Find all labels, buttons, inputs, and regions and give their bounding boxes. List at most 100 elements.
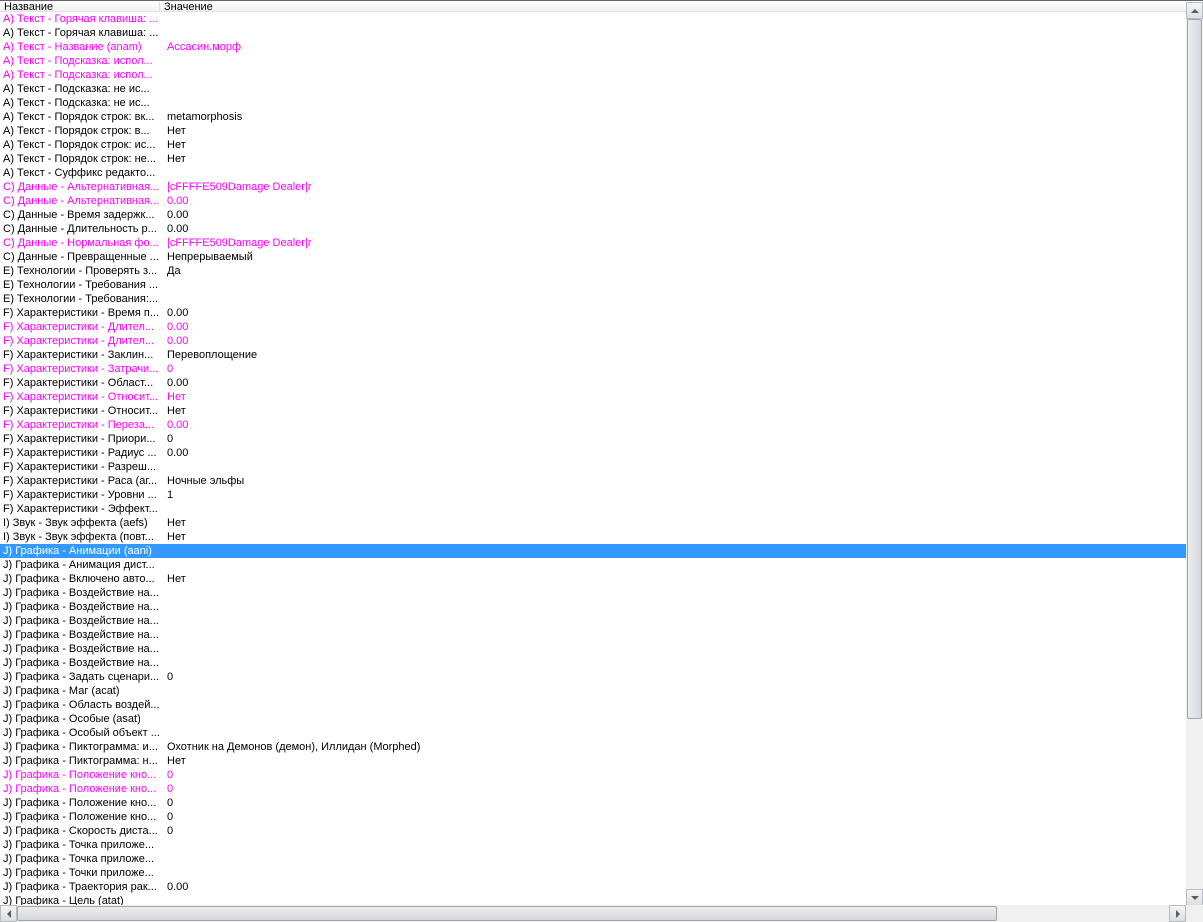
table-row[interactable]: F) Характеристики - Затрачи... 0 — [0, 362, 1186, 376]
list-header: Название Значение — [0, 2, 1186, 12]
row-value: 0 — [167, 783, 174, 795]
table-row[interactable]: J) Графика - Скорость диста... 0 — [0, 824, 1186, 838]
row-name: E) Технологии - Требования ... — [3, 279, 159, 291]
table-row[interactable]: F) Характеристики - Относит... Нет — [0, 390, 1186, 404]
table-row[interactable]: E) Технологии - Требования ... — [0, 278, 1186, 292]
table-row[interactable]: A) Текст - Порядок строк: ис... Нет — [0, 138, 1186, 152]
table-row[interactable]: J) Графика - Положение кно... 0 — [0, 782, 1186, 796]
table-row[interactable]: J) Графика - Воздействие на... — [0, 642, 1186, 656]
table-row[interactable]: J) Графика - Точки приложе... — [0, 866, 1186, 880]
scroll-right-button[interactable] — [1169, 905, 1186, 922]
column-header-value[interactable]: Значение — [160, 2, 1186, 11]
row-name: J) Графика - Задать сценари... — [3, 671, 160, 683]
table-row[interactable]: I) Звук - Звук эффекта (повт... Нет — [0, 530, 1186, 544]
table-row[interactable]: C) Данные - Время задержк... 0.00 — [0, 208, 1186, 222]
table-row[interactable]: J) Графика - Анимация дист... — [0, 558, 1186, 572]
table-row[interactable]: F) Характеристики - Эффект... — [0, 502, 1186, 516]
vertical-scroll-thumb[interactable] — [1187, 19, 1202, 719]
row-value — [160, 292, 1186, 306]
table-row[interactable]: A) Текст - Порядок строк: не... Нет — [0, 152, 1186, 166]
row-name: J) Графика - Воздействие на... — [3, 601, 159, 613]
table-row[interactable]: J) Графика - Пиктограмма: и... Охотник н… — [0, 740, 1186, 754]
row-value — [160, 712, 1186, 726]
row-value: 0 — [167, 797, 174, 809]
table-row[interactable]: F) Характеристики - Заклин... Перевоплощ… — [0, 348, 1186, 362]
table-row[interactable]: J) Графика - Воздействие на... — [0, 600, 1186, 614]
horizontal-scroll-thumb[interactable] — [17, 906, 997, 921]
scroll-left-button[interactable] — [0, 905, 17, 922]
row-name: C) Данные - Альтернативная... — [3, 181, 160, 193]
scroll-up-button[interactable] — [1186, 2, 1203, 19]
table-row[interactable]: J) Графика - Задать сценари... 0 — [0, 670, 1186, 684]
column-header-value-label: Значение — [164, 2, 213, 11]
row-name: F) Характеристики - Относит... — [3, 391, 159, 403]
table-row[interactable]: J) Графика - Траектория рак... 0.00 — [0, 880, 1186, 894]
table-row[interactable]: F) Характеристики - Раса (аг... Ночные э… — [0, 474, 1186, 488]
table-row[interactable]: A) Текст - Подсказка: не ис... — [0, 82, 1186, 96]
column-header-name-label: Название — [4, 2, 54, 11]
table-row[interactable]: J) Графика - Особый объект ... — [0, 726, 1186, 740]
table-row[interactable]: C) Данные - Альтернативная... |cFFFFE509… — [0, 180, 1186, 194]
table-row[interactable]: F) Характеристики - Уровни ... 1 — [0, 488, 1186, 502]
table-row[interactable]: J) Графика - Анимации (aani) — [0, 544, 1186, 558]
table-row[interactable]: F) Характеристики - Област... 0.00 — [0, 376, 1186, 390]
row-name: J) Графика - Область воздей... — [3, 699, 160, 711]
table-row[interactable]: A) Текст - Название (anam) Ассасин.морф — [0, 40, 1186, 54]
table-row[interactable]: J) Графика - Воздействие на... — [0, 614, 1186, 628]
horizontal-scrollbar[interactable] — [0, 905, 1186, 922]
table-row[interactable]: F) Характеристики - Разреш... — [0, 460, 1186, 474]
table-row[interactable]: A) Текст - Порядок строк: в... Нет — [0, 124, 1186, 138]
table-row[interactable]: A) Текст - Подсказка: испол... — [0, 54, 1186, 68]
scroll-down-button[interactable] — [1186, 889, 1203, 906]
table-row[interactable]: J) Графика - Воздействие на... — [0, 628, 1186, 642]
table-row[interactable]: J) Графика - Воздействие на... — [0, 586, 1186, 600]
table-row[interactable]: J) Графика - Точка приложе... — [0, 852, 1186, 866]
row-name: J) Графика - Точка приложе... — [3, 839, 155, 851]
table-row[interactable]: C) Данные - Нормальная фо... |cFFFFE509D… — [0, 236, 1186, 250]
table-row[interactable]: F) Характеристики - Переза... 0.00 — [0, 418, 1186, 432]
table-row[interactable]: A) Текст - Суффикс редакто... — [0, 166, 1186, 180]
table-row[interactable]: C) Данные - Превращенные ... Непрерываем… — [0, 250, 1186, 264]
row-name: F) Характеристики - Приори... — [3, 433, 156, 445]
table-row[interactable]: J) Графика - Положение кно... 0 — [0, 796, 1186, 810]
table-row[interactable]: F) Характеристики - Приори... 0 — [0, 432, 1186, 446]
vertical-scrollbar[interactable] — [1186, 2, 1203, 906]
row-value: 0.00 — [167, 321, 189, 333]
row-value: 0 — [167, 769, 174, 781]
table-row[interactable]: E) Технологии - Требования:... — [0, 292, 1186, 306]
row-name: J) Графика - Положение кно... — [3, 769, 157, 781]
table-row[interactable]: F) Характеристики - Длител... 0.00 — [0, 334, 1186, 348]
table-row[interactable]: I) Звук - Звук эффекта (aefs) Нет — [0, 516, 1186, 530]
row-name: C) Данные - Время задержк... — [3, 209, 155, 221]
table-row[interactable]: J) Графика - Включено авто... Нет — [0, 572, 1186, 586]
table-row[interactable]: A) Текст - Горячая клавиша: ... — [0, 26, 1186, 40]
table-row[interactable]: J) Графика - Положение кно... 0 — [0, 810, 1186, 824]
table-row[interactable]: J) Графика - Воздействие на... — [0, 656, 1186, 670]
table-row[interactable]: J) Графика - Маг (acat) — [0, 684, 1186, 698]
table-row[interactable]: C) Данные - Длительность р... 0.00 — [0, 222, 1186, 236]
row-value: Да — [167, 265, 181, 277]
scroll-down-icon — [1190, 895, 1199, 900]
table-row[interactable]: E) Технологии - Проверять з... Да — [0, 264, 1186, 278]
row-name: J) Графика - Положение кно... — [3, 797, 157, 809]
table-row[interactable]: F) Характеристики - Время п... 0.00 — [0, 306, 1186, 320]
row-name: A) Текст - Название (anam) — [3, 41, 142, 53]
row-value: Нет — [167, 517, 186, 529]
row-value: 0.00 — [167, 195, 189, 207]
table-row[interactable]: F) Характеристики - Длител... 0.00 — [0, 320, 1186, 334]
table-row[interactable]: J) Графика - Особые (asat) — [0, 712, 1186, 726]
table-row[interactable]: J) Графика - Точка приложе... — [0, 838, 1186, 852]
table-row[interactable]: F) Характеристики - Относит... Нет — [0, 404, 1186, 418]
table-row[interactable]: A) Текст - Подсказка: испол... — [0, 68, 1186, 82]
table-row[interactable]: C) Данные - Альтернативная... 0.00 — [0, 194, 1186, 208]
column-header-name[interactable]: Название — [0, 2, 160, 11]
table-row[interactable]: J) Графика - Положение кно... 0 — [0, 768, 1186, 782]
table-row[interactable]: A) Текст - Подсказка: не ис... — [0, 96, 1186, 110]
table-row[interactable]: A) Текст - Порядок строк: вк... metamorp… — [0, 110, 1186, 124]
table-row[interactable]: J) Графика - Область воздей... — [0, 698, 1186, 712]
table-row[interactable]: F) Характеристики - Радиус ... 0.00 — [0, 446, 1186, 460]
table-row[interactable]: A) Текст - Горячая клавиша: ... — [0, 12, 1186, 26]
row-value: Нет — [167, 755, 186, 767]
table-row[interactable]: J) Графика - Пиктограмма: н... Нет — [0, 754, 1186, 768]
